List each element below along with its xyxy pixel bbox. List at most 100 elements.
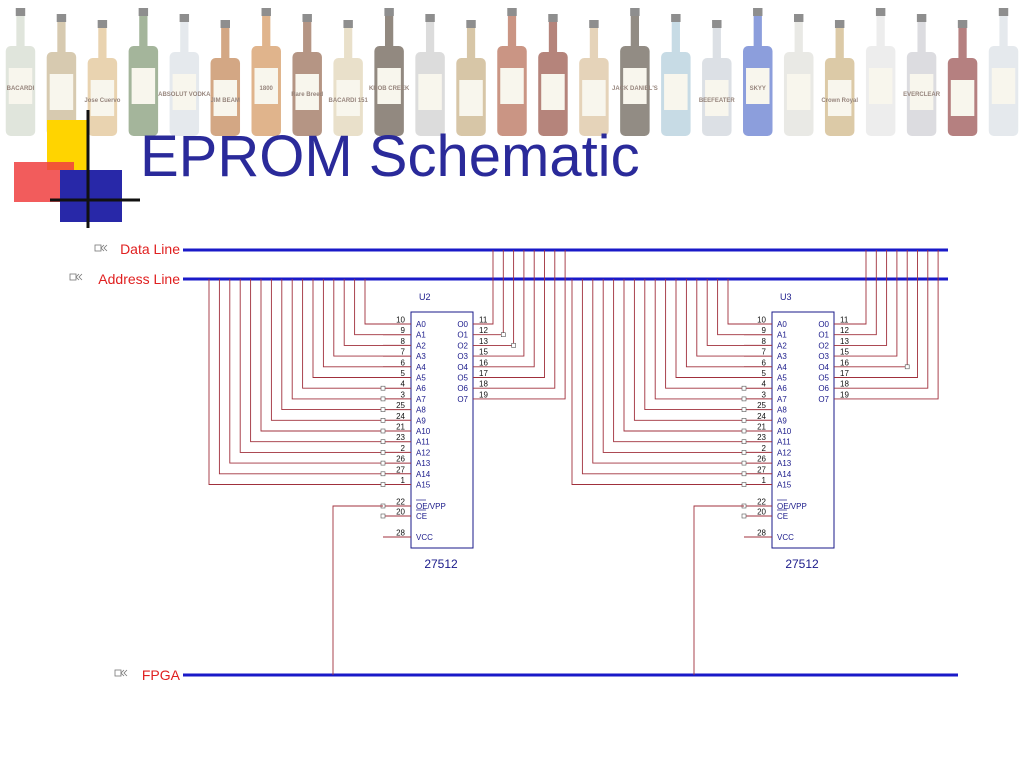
bottle-11 bbox=[415, 14, 445, 136]
address-wire bbox=[623, 279, 744, 432]
bottle-neck bbox=[221, 24, 230, 58]
data-wire bbox=[473, 250, 556, 389]
pin-name: O3 bbox=[818, 352, 829, 361]
pin-number: 27 bbox=[396, 465, 405, 474]
bottle-label-text: Rare Breed bbox=[291, 92, 323, 98]
bottle-23: EVERCLEAR bbox=[903, 14, 941, 136]
bottle-label-text: KNOB CREEK bbox=[369, 86, 410, 92]
pin-number: 28 bbox=[757, 529, 766, 538]
pin-name: A7 bbox=[777, 395, 787, 404]
bottle-neck bbox=[507, 12, 517, 46]
bottle-24 bbox=[947, 20, 978, 136]
net-labels: Data Line Address Line FPGA bbox=[98, 241, 180, 683]
bottle-cap bbox=[753, 8, 763, 16]
pin-number: 1 bbox=[401, 476, 406, 485]
bottle-label-panel bbox=[950, 80, 975, 116]
pin-number: 13 bbox=[840, 337, 849, 346]
data-wire bbox=[473, 250, 525, 357]
bottle-label-text: BEEFEATER bbox=[699, 98, 736, 104]
pin-number: 19 bbox=[840, 390, 849, 399]
bottle-cap bbox=[916, 14, 927, 22]
bottle-neck bbox=[466, 24, 476, 58]
bottle-label-panel bbox=[746, 68, 770, 104]
pin-number: 1 bbox=[762, 476, 767, 485]
bottle-label-text: Jose Cuervo bbox=[84, 98, 120, 104]
pin-name: A10 bbox=[777, 427, 792, 436]
bottle-cap bbox=[466, 20, 476, 28]
net-connector-icon bbox=[94, 244, 108, 252]
pin-name: O4 bbox=[818, 363, 829, 372]
address-wire bbox=[571, 279, 744, 485]
bottle-cap bbox=[834, 20, 845, 28]
bottle-cap bbox=[261, 8, 271, 16]
pin-number: 23 bbox=[396, 433, 405, 442]
pin-number: 15 bbox=[479, 348, 488, 357]
chip-part-number: 27512 bbox=[785, 557, 819, 571]
bottle-label-panel bbox=[418, 74, 442, 110]
bottle-neck bbox=[876, 12, 885, 46]
address-wire bbox=[291, 279, 383, 400]
pin-terminal bbox=[741, 460, 747, 466]
bottle-neck bbox=[425, 18, 435, 52]
bottle-label-panel bbox=[295, 74, 319, 110]
bottle-cap bbox=[15, 8, 26, 16]
bottle-neck bbox=[671, 18, 680, 52]
bottle-label-panel bbox=[541, 74, 565, 110]
pin-name: A12 bbox=[416, 448, 431, 457]
pin-name: A13 bbox=[777, 459, 792, 468]
pin-number: 17 bbox=[479, 369, 488, 378]
bottle-label-text: 1800 bbox=[260, 86, 274, 92]
bottle-8: Rare Breed bbox=[291, 14, 324, 136]
chip-body bbox=[410, 311, 474, 549]
pin-number: 26 bbox=[396, 455, 405, 464]
pin-terminal bbox=[741, 407, 747, 412]
pin-name: A5 bbox=[416, 374, 426, 383]
bottle-cap bbox=[712, 20, 722, 28]
bottle-label-panel bbox=[827, 80, 852, 116]
pin-number: 7 bbox=[762, 348, 767, 357]
pin-number: 6 bbox=[401, 358, 406, 367]
pin-number: 11 bbox=[840, 316, 849, 325]
bottle-cap bbox=[220, 20, 230, 28]
address-wire bbox=[208, 279, 383, 485]
pin-name: O7 bbox=[457, 395, 468, 404]
bottle-label-text: SKYY bbox=[750, 86, 766, 92]
pin-number: 19 bbox=[479, 390, 488, 399]
pin-number: 21 bbox=[757, 423, 766, 432]
pin-number: 18 bbox=[840, 380, 849, 389]
bottle-cap bbox=[875, 8, 886, 16]
pin-terminal bbox=[380, 450, 386, 455]
bottle-cap bbox=[998, 8, 1009, 16]
address-wire bbox=[250, 279, 383, 443]
pin-number: 8 bbox=[762, 337, 767, 346]
bottle-neck bbox=[958, 24, 967, 58]
pin-number: 3 bbox=[401, 390, 406, 399]
bottle-cap bbox=[179, 14, 190, 22]
pin-number: 3 bbox=[762, 390, 767, 399]
pin-number: 8 bbox=[401, 337, 406, 346]
bottle-cap bbox=[138, 8, 149, 16]
blue-square bbox=[60, 170, 122, 222]
pin-name: A1 bbox=[416, 331, 426, 340]
pin-terminal bbox=[380, 460, 386, 466]
bottle-neck bbox=[917, 18, 926, 52]
pin-number: 22 bbox=[757, 498, 766, 507]
bottle-cap bbox=[384, 8, 394, 16]
address-wire bbox=[260, 279, 383, 432]
